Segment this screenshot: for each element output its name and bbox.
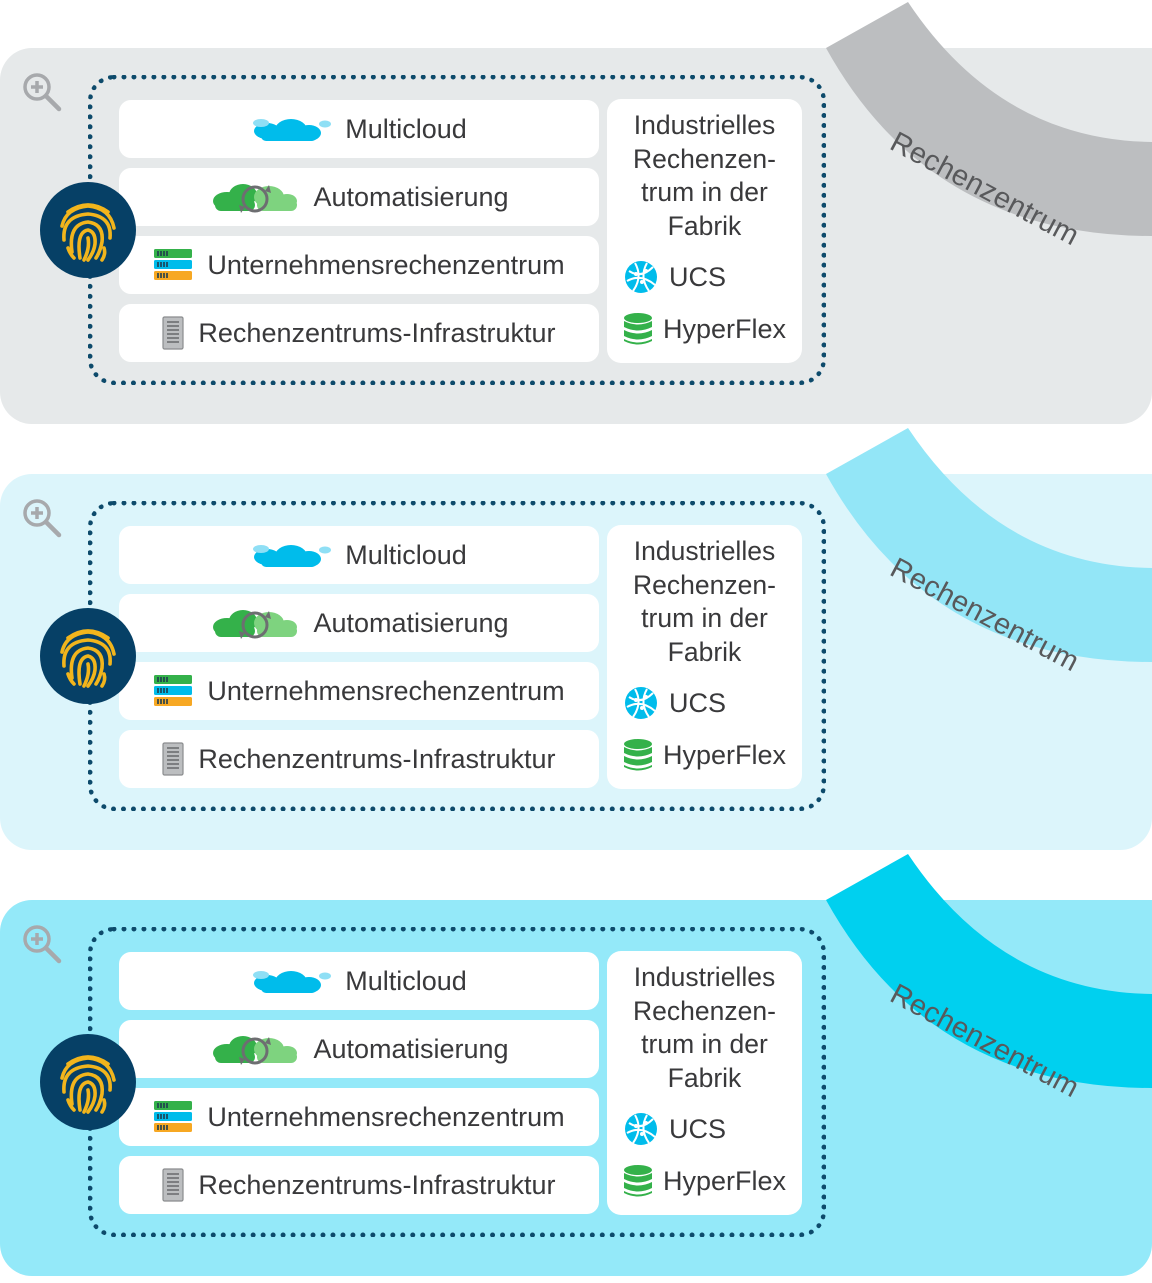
cloud-icon	[251, 115, 332, 143]
layer-row-label: Rechenzentrums-Infrastruktur	[198, 1169, 556, 1200]
layer-row-3: Unternehmensrechenzentrum	[119, 236, 599, 294]
card-title-line: trum in der	[641, 603, 768, 633]
card-title-line: Fabrik	[667, 1062, 742, 1093]
fingerprint-icon	[40, 182, 136, 278]
layer-row-4: Rechenzentrums-Infrastruktur	[119, 304, 599, 362]
card-title-line: Rechenzen-	[633, 569, 776, 600]
layer-row-label: Unternehmensrechenzentrum	[207, 675, 565, 706]
automation-cloud-icon	[209, 179, 299, 215]
card-item-label: HyperFlex	[663, 739, 787, 770]
card-item-ucs: UCS	[623, 1111, 726, 1147]
card-item-label: HyperFlex	[663, 1165, 787, 1196]
fingerprint-icon	[40, 608, 136, 704]
card-title-line: trum in der	[641, 1029, 768, 1059]
layer-row-label: Automatisierung	[313, 607, 509, 638]
card-item-hyperflex: HyperFlex	[623, 312, 786, 346]
layer-row-3: Unternehmensrechenzentrum	[119, 662, 599, 720]
card-item-ucs: UCS	[623, 259, 726, 295]
layer-row-1: Multicloud	[119, 952, 599, 1010]
cloud-icon	[251, 967, 332, 995]
ucs-globe-icon	[623, 685, 659, 721]
automation-cloud-icon	[209, 605, 299, 641]
server-tower-icon	[162, 316, 185, 350]
ucs-globe-icon	[623, 259, 659, 295]
layer-row-1: Multicloud	[119, 100, 599, 158]
automation-cloud-icon	[209, 1031, 299, 1067]
server-stack-icon	[153, 248, 193, 282]
layer-row-label: Multicloud	[345, 113, 467, 144]
zoom-in-icon[interactable]	[20, 496, 64, 540]
database-icon	[623, 738, 653, 772]
layer-row-4: Rechenzentrums-Infrastruktur	[119, 730, 599, 788]
cloud-icon	[251, 541, 332, 569]
layer-row-label: Multicloud	[345, 965, 467, 996]
card-title-line: Rechenzen-	[633, 143, 776, 174]
server-tower-icon	[162, 742, 185, 776]
layer-row-label: Automatisierung	[313, 1033, 509, 1064]
card-title-line: Fabrik	[667, 636, 742, 667]
zoom-in-icon[interactable]	[20, 70, 64, 114]
layer-row-2: Automatisierung	[119, 168, 599, 226]
card-title-line: Industrielles	[633, 536, 776, 566]
zoom-in-icon[interactable]	[20, 922, 64, 966]
card-item-label: HyperFlex	[663, 313, 787, 344]
server-stack-icon	[153, 674, 193, 708]
layer-row-label: Multicloud	[345, 539, 467, 570]
layer-row-2: Automatisierung	[119, 594, 599, 652]
layer-row-label: Rechenzentrums-Infrastruktur	[198, 743, 556, 774]
card-item-label: UCS	[669, 687, 727, 718]
layer-row-2: Automatisierung	[119, 1020, 599, 1078]
card-item-hyperflex: HyperFlex	[623, 738, 786, 772]
card-title-line: Fabrik	[667, 210, 742, 241]
server-tower-icon	[162, 1168, 185, 1202]
layer-row-label: Rechenzentrums-Infrastruktur	[198, 317, 556, 348]
database-icon	[623, 312, 653, 346]
layer-row-label: Unternehmensrechenzentrum	[207, 1101, 565, 1132]
card-title-line: Industrielles	[633, 110, 776, 140]
card-item-label: UCS	[669, 1113, 727, 1144]
fingerprint-icon	[40, 1034, 136, 1130]
card-title-line: trum in der	[641, 177, 768, 207]
ucs-globe-icon	[623, 1111, 659, 1147]
database-icon	[623, 1164, 653, 1198]
layer-row-4: Rechenzentrums-Infrastruktur	[119, 1156, 599, 1214]
server-stack-icon	[153, 1100, 193, 1134]
layer-row-label: Automatisierung	[313, 181, 509, 212]
layer-row-3: Unternehmensrechenzentrum	[119, 1088, 599, 1146]
card-title-line: Rechenzen-	[633, 995, 776, 1026]
card-item-hyperflex: HyperFlex	[623, 1164, 786, 1198]
card-item-label: UCS	[669, 261, 727, 292]
card-title-line: Industrielles	[633, 962, 776, 992]
card-item-ucs: UCS	[623, 685, 726, 721]
layer-row-label: Unternehmensrechenzentrum	[207, 249, 565, 280]
layer-row-1: Multicloud	[119, 526, 599, 584]
